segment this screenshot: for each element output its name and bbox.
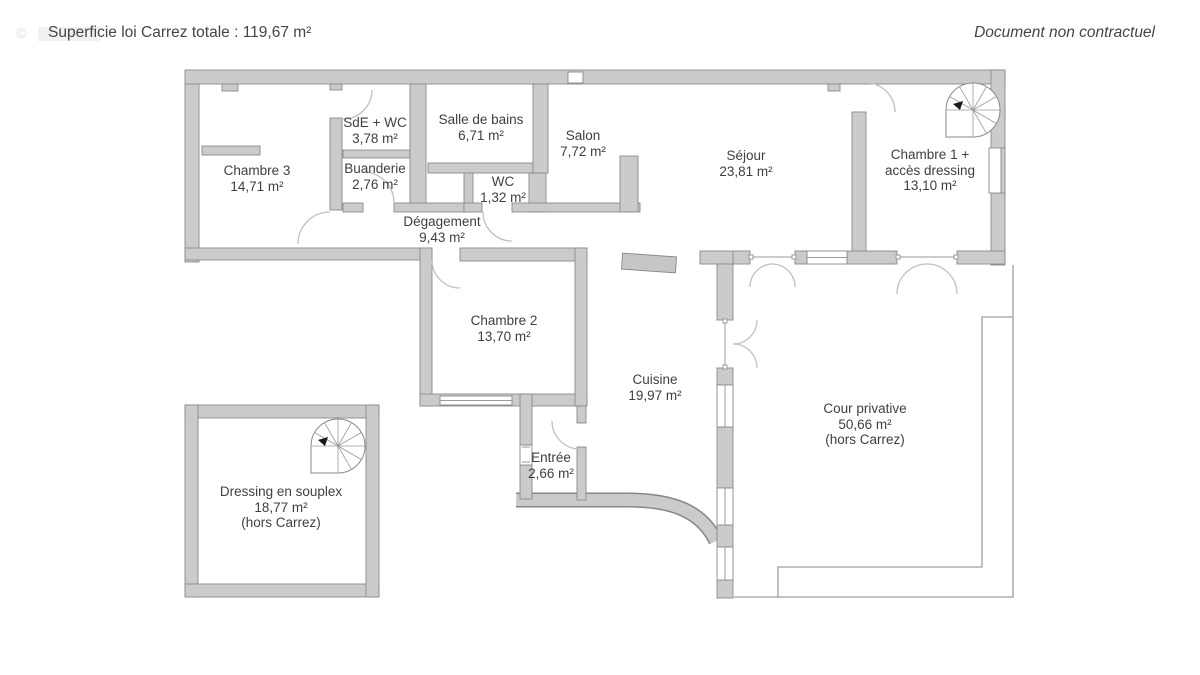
- watermark-copyright: ©: [16, 25, 27, 41]
- disclaimer-text: Document non contractuel: [974, 24, 1155, 41]
- page-title: Superficie loi Carrez totale : 119,67 m²: [48, 24, 312, 41]
- spiral-staircase-icon: [310, 418, 366, 474]
- spiral-staircase-icon: [945, 82, 1001, 138]
- kitchen-counter: [621, 252, 677, 274]
- window-glazing-lines: [440, 254, 959, 580]
- curved-wall: [516, 492, 723, 545]
- watermark-box: [38, 27, 100, 41]
- courtyard-boundary: [734, 265, 1014, 598]
- door-arcs: [297, 82, 958, 450]
